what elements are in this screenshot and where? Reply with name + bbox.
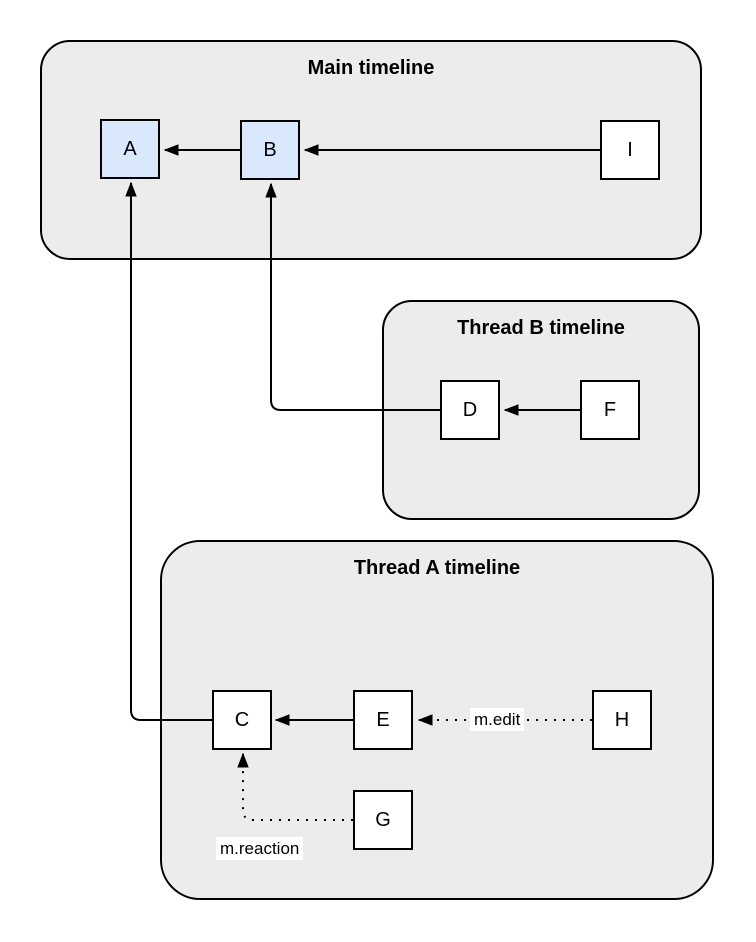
edge-label-m-reaction: m.reaction xyxy=(216,837,304,860)
node-g: G xyxy=(353,790,413,850)
node-c: C xyxy=(212,690,272,750)
node-i: I xyxy=(600,120,660,180)
node-b: B xyxy=(240,120,300,180)
node-d: D xyxy=(440,380,500,440)
node-h: H xyxy=(592,690,652,750)
node-e: E xyxy=(353,690,413,750)
node-f: F xyxy=(580,380,640,440)
node-a: A xyxy=(100,119,160,179)
container-main-timeline-title: Main timeline xyxy=(307,57,435,79)
container-thread-b-timeline-title: Thread B timeline xyxy=(457,317,625,339)
container-thread-a-timeline-title: Thread A timeline xyxy=(353,557,521,579)
edge-label-m-edit: m.edit xyxy=(470,708,525,731)
container-thread-b-timeline: Thread B timeline xyxy=(382,300,700,520)
